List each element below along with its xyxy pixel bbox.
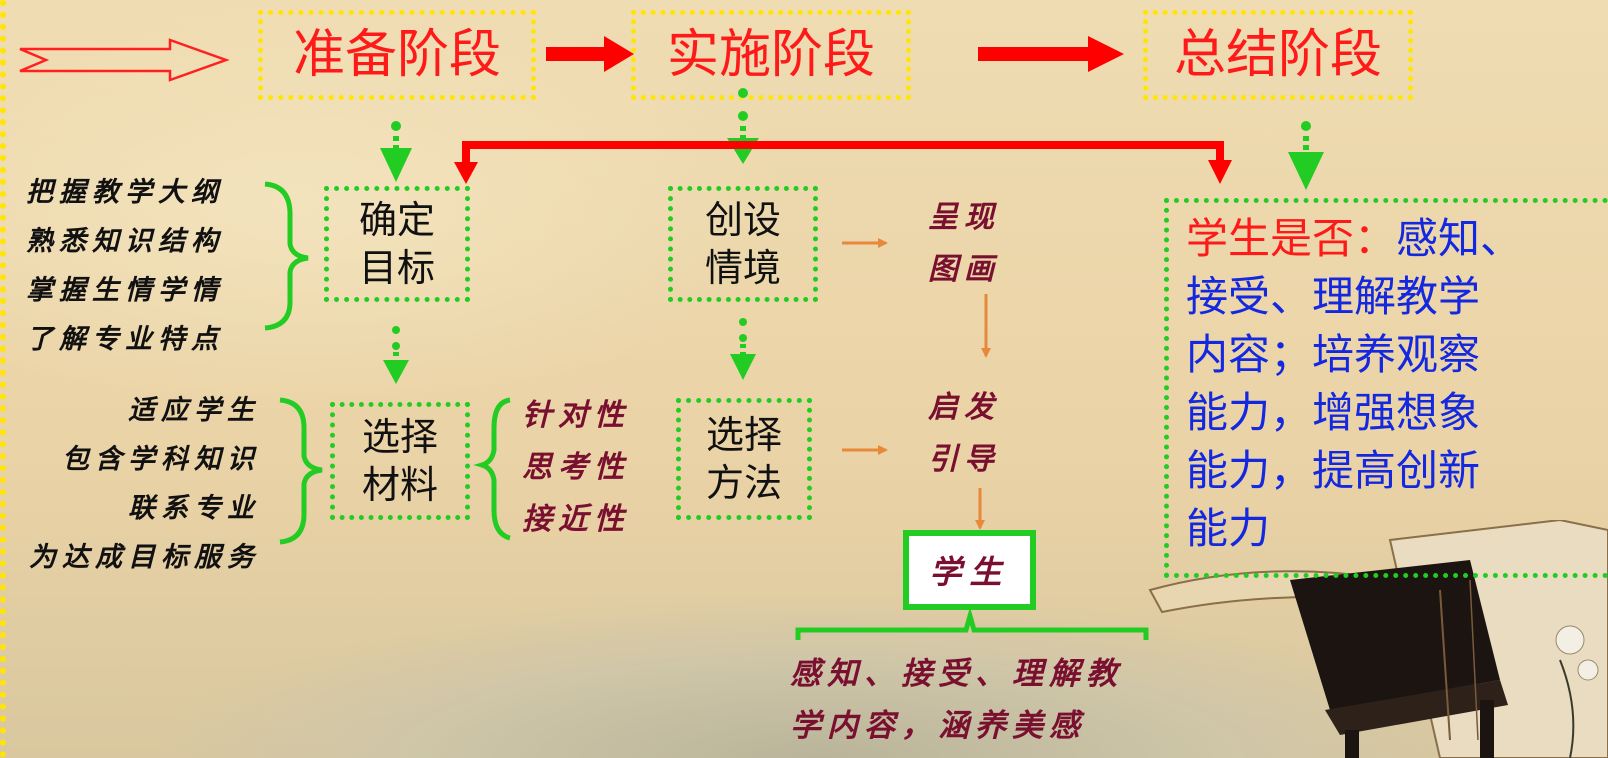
step-present-line-2: 图画	[928, 252, 1000, 287]
box-set-goal: 确定 目标	[324, 186, 470, 302]
box-create-situation-line-1: 创设	[704, 198, 781, 242]
left-text-top: 把握教学大纲 熟悉知识结构 掌握生情学情 了解专业特点	[26, 168, 262, 364]
result-line-5: 能力，提高创新	[1186, 446, 1481, 495]
step-inspire-guide: 启发 引导	[928, 382, 1038, 486]
brace-left-top	[264, 181, 309, 331]
hollow-arrow-icon	[19, 38, 230, 82]
left-text-bottom-line-4: 为达成目标服务	[29, 542, 260, 573]
box-select-method-line-2: 方法	[705, 461, 782, 505]
red-arrow-implement-to-summary	[978, 36, 1124, 72]
result-line-2: 接受、理解教学	[1186, 272, 1481, 321]
box-select-method: 选择 方法	[676, 398, 812, 520]
step-present-line-1: 呈现	[928, 200, 1000, 235]
stage-implement: 实施阶段	[631, 10, 911, 100]
result-line-1: 感知、	[1396, 214, 1523, 263]
brace-traits	[473, 397, 511, 541]
left-text-top-line-4: 了解专业特点	[26, 324, 224, 355]
left-dotted-edge	[0, 0, 6, 758]
left-text-top-line-1: 把握教学大纲	[26, 177, 224, 208]
stage-prepare-label: 准备阶段	[292, 25, 501, 85]
box-create-situation-line-2: 情境	[704, 246, 781, 290]
box-select-material-line-1: 选择	[361, 415, 438, 459]
box-select-material: 选择 材料	[330, 402, 470, 520]
bottom-bracket	[795, 606, 1149, 640]
green-down-arrow-situation-to-method	[730, 318, 756, 380]
red-feedback-loop	[454, 141, 1232, 184]
box-select-method-line-1: 选择	[705, 413, 782, 457]
summary-result-box	[1164, 198, 1608, 578]
student-box: 学生	[903, 530, 1036, 610]
green-down-arrow-implement	[727, 88, 759, 164]
trait-1: 针对性	[522, 398, 630, 433]
summary-result-text: 学生是否：感知、 接受、理解教学 内容；培养观察 能力，增强想象 能力，提高创新…	[1186, 210, 1598, 558]
left-text-bottom-line-2: 包含学科知识	[62, 444, 260, 475]
result-line-6: 能力	[1186, 504, 1271, 553]
decorative-scroll-illustration	[1148, 520, 1608, 758]
green-down-arrow-prepare	[380, 121, 412, 182]
box-set-goal-line-1: 确定	[358, 198, 435, 242]
trait-3: 接近性	[522, 502, 630, 537]
left-text-top-line-2: 熟悉知识结构	[26, 226, 224, 257]
step-guide-line-2: 引导	[928, 442, 1000, 477]
left-text-bottom: 适应学生 包含学科知识 联系专业 为达成目标服务	[6, 386, 260, 582]
stage-prepare: 准备阶段	[258, 10, 536, 100]
box-create-situation: 创设 情境	[668, 186, 818, 302]
red-arrow-prepare-to-implement	[546, 36, 634, 72]
material-traits: 针对性 思考性 接近性	[522, 390, 652, 546]
left-text-top-line-3: 掌握生情学情	[26, 275, 224, 306]
bottom-outcome-line-2: 学内容，涵养美感	[790, 708, 1086, 744]
student-label: 学生	[929, 553, 1010, 591]
box-select-material-line-2: 材料	[361, 463, 438, 507]
brace-left-bottom	[279, 397, 323, 545]
left-text-bottom-line-3: 联系专业	[128, 493, 260, 524]
step-guide-line-1: 启发	[928, 390, 1000, 425]
result-prefix: 学生是否：	[1186, 214, 1397, 263]
step-present-picture: 呈现 图画	[928, 192, 1038, 296]
stage-implement-label: 实施阶段	[666, 25, 875, 85]
bottom-outcome-line-1: 感知、接受、理解教	[790, 656, 1123, 692]
box-set-goal-line-2: 目标	[358, 246, 435, 290]
result-line-4: 能力，增强想象	[1186, 388, 1481, 437]
result-line-3: 内容；培养观察	[1186, 330, 1481, 379]
green-down-arrow-summary	[1288, 121, 1324, 190]
left-text-bottom-line-1: 适应学生	[128, 395, 260, 426]
green-down-arrow-goal-to-material	[383, 326, 409, 384]
trait-2: 思考性	[522, 450, 630, 485]
bottom-outcome-text: 感知、接受、理解教 学内容，涵养美感	[790, 648, 1170, 752]
stage-summary: 总结阶段	[1143, 10, 1413, 100]
stage-summary-label: 总结阶段	[1173, 25, 1382, 85]
